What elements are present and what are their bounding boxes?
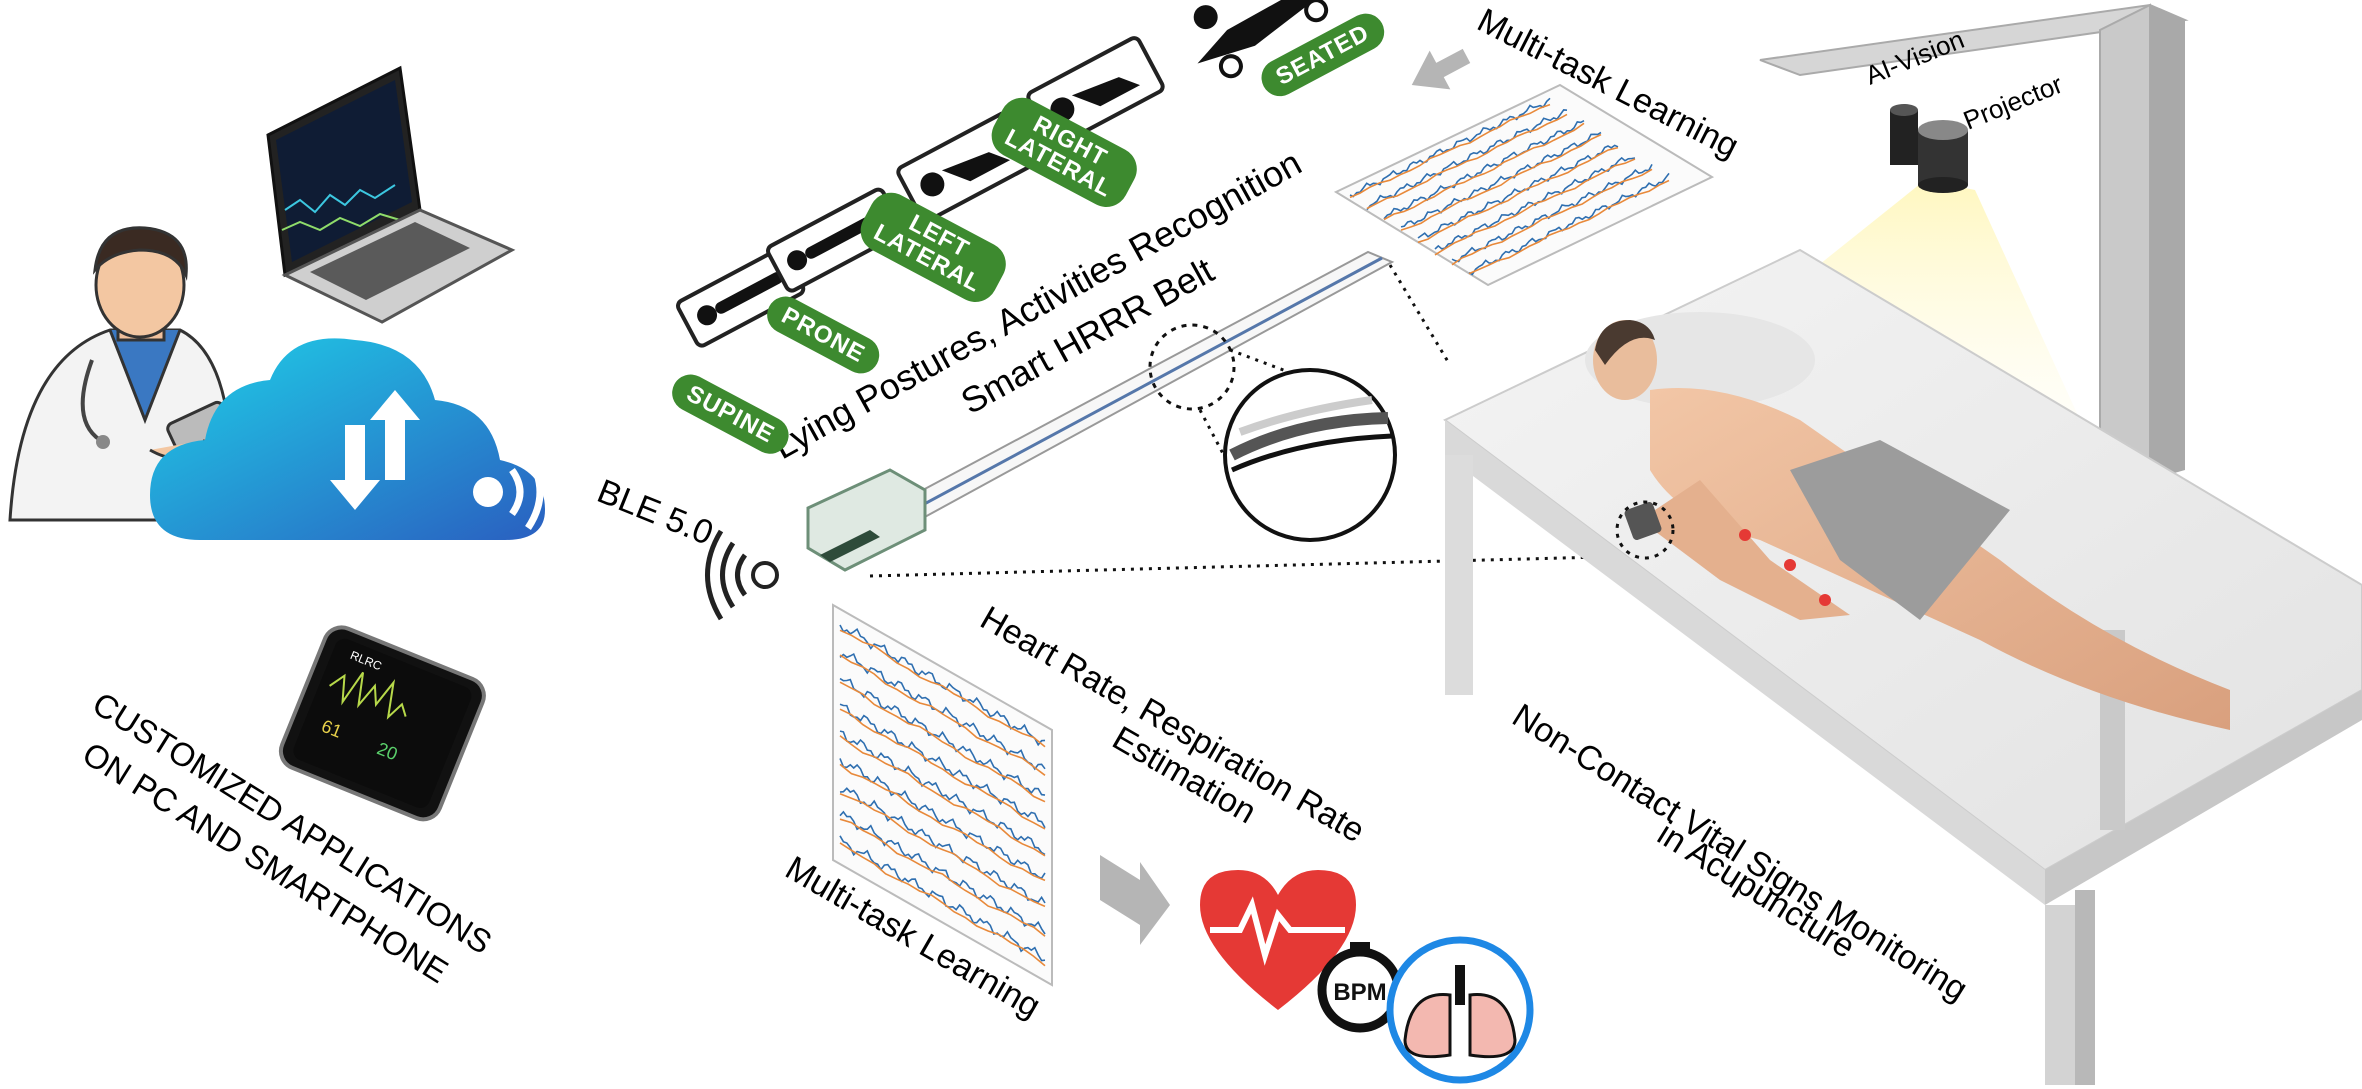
signal-trace [1400, 131, 1602, 228]
upload-arrow-icon [370, 390, 420, 480]
signal-trace [1400, 133, 1602, 231]
belt-zoom-detail [1223, 368, 1397, 542]
signal-trace [1468, 172, 1670, 276]
signal-trace [839, 703, 1046, 829]
laptop-icon [266, 65, 516, 324]
person-lying-icon [1593, 320, 2230, 730]
signal-trace [1417, 146, 1619, 244]
signal-trace [839, 654, 1046, 776]
signal-trace [839, 763, 1046, 882]
signal-trace [839, 629, 1046, 748]
arrow-bottom [1100, 855, 1170, 945]
signal-trace [839, 735, 1046, 857]
lying-postures-label: Lying Postures, Activities Recognition [766, 142, 1308, 467]
signal-trace [1451, 168, 1653, 266]
wireless-icon [705, 529, 779, 621]
signal-trace [1366, 113, 1568, 210]
signal-trace [839, 818, 1046, 937]
lungs-icon [1386, 936, 1534, 1084]
signal-trace [1451, 164, 1653, 263]
signal-trace [839, 758, 1046, 880]
smart-belt [806, 250, 1395, 572]
projector-label: Projector [1959, 69, 2067, 136]
zoom-circle-small [1148, 323, 1236, 411]
projector-stand [1759, 3, 2189, 502]
smartphone-icon: 61 20 RLRC [278, 625, 486, 822]
signal-trace [1383, 119, 1585, 220]
bpm-label: BPM [1333, 979, 1386, 1006]
signal-panel-bottom [832, 603, 1053, 987]
signal-trace [1383, 122, 1585, 221]
projector-icon [1918, 120, 1968, 193]
signal-trace [1434, 158, 1636, 256]
cloud-icon [150, 338, 545, 540]
signal-trace [839, 793, 1046, 908]
signal-trace [1417, 144, 1619, 239]
ble-label: BLE 5.0 [592, 472, 718, 553]
signal-trace [839, 842, 1046, 967]
signal-trace [839, 810, 1046, 935]
signal-trace [1468, 179, 1670, 275]
zoom-circle-device [1615, 500, 1675, 560]
arrow-top [1411, 48, 1471, 90]
ai-vision-label: AI-Vision [1861, 24, 1968, 91]
heart-icon [1200, 870, 1356, 1010]
camera-icon [1890, 104, 1918, 165]
signal-panel-top [1333, 83, 1715, 287]
signal-trace [1349, 103, 1551, 199]
download-arrow-icon [330, 425, 380, 510]
signal-trace [839, 681, 1046, 803]
signal-trace [839, 708, 1046, 830]
signal-trace [839, 652, 1046, 771]
signal-trace [839, 677, 1046, 796]
